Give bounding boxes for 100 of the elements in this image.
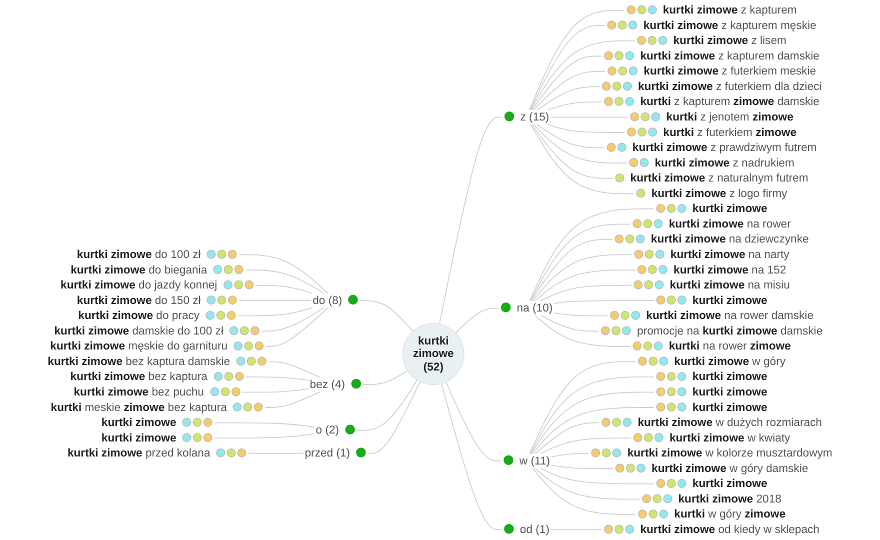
node-label: kurtki zimowe na rower damskie [646, 309, 814, 322]
connector [540, 315, 600, 332]
node-label: kurtki zimowe z futerkiem dla dzieci [638, 80, 822, 93]
node-label: kurtki zimowe na narty [670, 248, 790, 262]
node-label: kurtki zimowe na rower [668, 218, 791, 230]
node-circle [504, 111, 514, 122]
node-circle [504, 455, 514, 466]
node-label: kurtki z jenotem zimowe [666, 110, 794, 124]
connector [547, 124, 626, 133]
connector [530, 124, 634, 194]
connector [268, 361, 320, 378]
connector [540, 468, 654, 484]
connector [255, 284, 312, 294]
node-label: do (8) [312, 294, 342, 307]
node-label: kurtki zimowe [692, 400, 768, 414]
connector [551, 464, 614, 470]
node-circle [345, 424, 355, 434]
node-label: kurtki zimowe [692, 386, 768, 399]
connector [554, 300, 654, 304]
connector [532, 468, 636, 515]
node-label: kurtki zimowe do biegania [70, 263, 208, 276]
node-label: kurtki zimowe 2018 [678, 492, 782, 506]
node-label: kurtki zimowe z nadrukiem [654, 156, 794, 170]
connector [530, 239, 613, 302]
node-label: kurtki zimowe z logo firmy [651, 187, 788, 200]
connector [360, 300, 414, 332]
node-label: kurtki meskie zimowe bez kaptura [50, 400, 227, 414]
connector [530, 224, 631, 302]
connector [547, 102, 602, 110]
node-label: kurtki zimowe do 100 zł [76, 248, 201, 262]
connector [238, 254, 328, 294]
node-label: kurtki zimowe z futerkiem meskie [644, 64, 816, 78]
connector [245, 376, 309, 381]
node-label: kurtki zimowe z naturalnym futrem [630, 172, 808, 185]
node-circle: kurtki zimowe (52) [402, 323, 464, 385]
node-circle [636, 188, 646, 198]
connector [368, 381, 421, 454]
connector [455, 308, 500, 334]
node-label: w (11) [519, 454, 550, 468]
node-label: na (10) [516, 302, 553, 315]
node-label: kurtki zimowe [101, 416, 176, 430]
connector [238, 300, 312, 301]
node-label: kurtki zimowe z lisem [673, 34, 786, 48]
node-label: kurtki zimowe na 152 [674, 263, 786, 276]
connector [534, 468, 640, 500]
node-label: kurtki zimowe damskie do 100 zł [54, 324, 224, 338]
node-label: kurtki zimowe bez kaptura [70, 370, 208, 384]
node-label: kurtki w góry zimowe [674, 508, 786, 521]
connector [532, 254, 632, 302]
node-label: kurtki zimowe do jazdy konnej [60, 278, 218, 292]
node-label: kurtki zimowe na misiu [670, 278, 790, 292]
node-circle [356, 448, 366, 458]
connector [536, 124, 605, 148]
node-label: promocje na kurtki zimowe damskie [637, 324, 823, 338]
node-label: kurtki zimowe z kapturem [662, 4, 797, 17]
node-circle [500, 302, 511, 312]
connector [540, 438, 632, 454]
connector [554, 312, 608, 316]
node-label: kurtki zimowe od kiedy w sklepach [640, 523, 820, 536]
node-label: o (2) [316, 424, 340, 437]
node-circle [351, 378, 361, 389]
node-label: kurtki zimowe w góry damskie [652, 462, 808, 475]
connector [550, 116, 628, 118]
node-label: kurtki na rower zimowe [668, 340, 791, 353]
node-label: przed (1) [304, 446, 350, 460]
node-circle [348, 294, 358, 305]
node-label: od (1) [520, 523, 550, 536]
node-label: kurtki zimowe w dużych rozmiarach [638, 416, 822, 430]
connector [214, 422, 315, 428]
node-label: kurtki z futerkiem zimowe [663, 126, 797, 139]
connector [550, 529, 602, 530]
node-label: kurtki zimowe [692, 477, 768, 490]
node-label: kurtki zimowe na dziewczynke [650, 232, 809, 246]
node-label: kurtki zimowe w kolorze musztardowym [627, 446, 832, 460]
node-label: kurtki zimowe [692, 370, 768, 384]
connector [214, 433, 315, 438]
connector [261, 307, 324, 332]
node-label: kurtki zimowe przed kolana [67, 446, 210, 460]
connector [362, 370, 408, 386]
node-label: kurtki zimowe [692, 202, 768, 216]
node-label: kurtki zimowe z kapturem damskie [640, 50, 820, 62]
node-label: kurtki zimowe bez kaptura damskie [48, 355, 230, 368]
connector [266, 307, 328, 347]
node-label: kurtki zimowe [692, 294, 768, 307]
node-label: z (15) [520, 110, 550, 124]
node-label: kurtki zimowe w kwiaty [669, 432, 790, 444]
connector [540, 284, 632, 302]
node-label: kurtki zimowe z prawdziwym futrem [632, 141, 817, 154]
connector [551, 452, 590, 458]
connector [242, 388, 309, 393]
connector [534, 422, 600, 454]
connector [531, 56, 602, 110]
node-circle [504, 524, 514, 534]
connector [248, 452, 304, 454]
connector [534, 270, 636, 302]
connector [264, 391, 320, 408]
node-label: kurtki z kapturem zimowe damskie [640, 95, 820, 108]
node-label: kurtki zimowe bez puchu [74, 386, 204, 399]
node-label: kurtki zimowe męskie do garnituru [50, 340, 228, 353]
connector [356, 379, 418, 431]
